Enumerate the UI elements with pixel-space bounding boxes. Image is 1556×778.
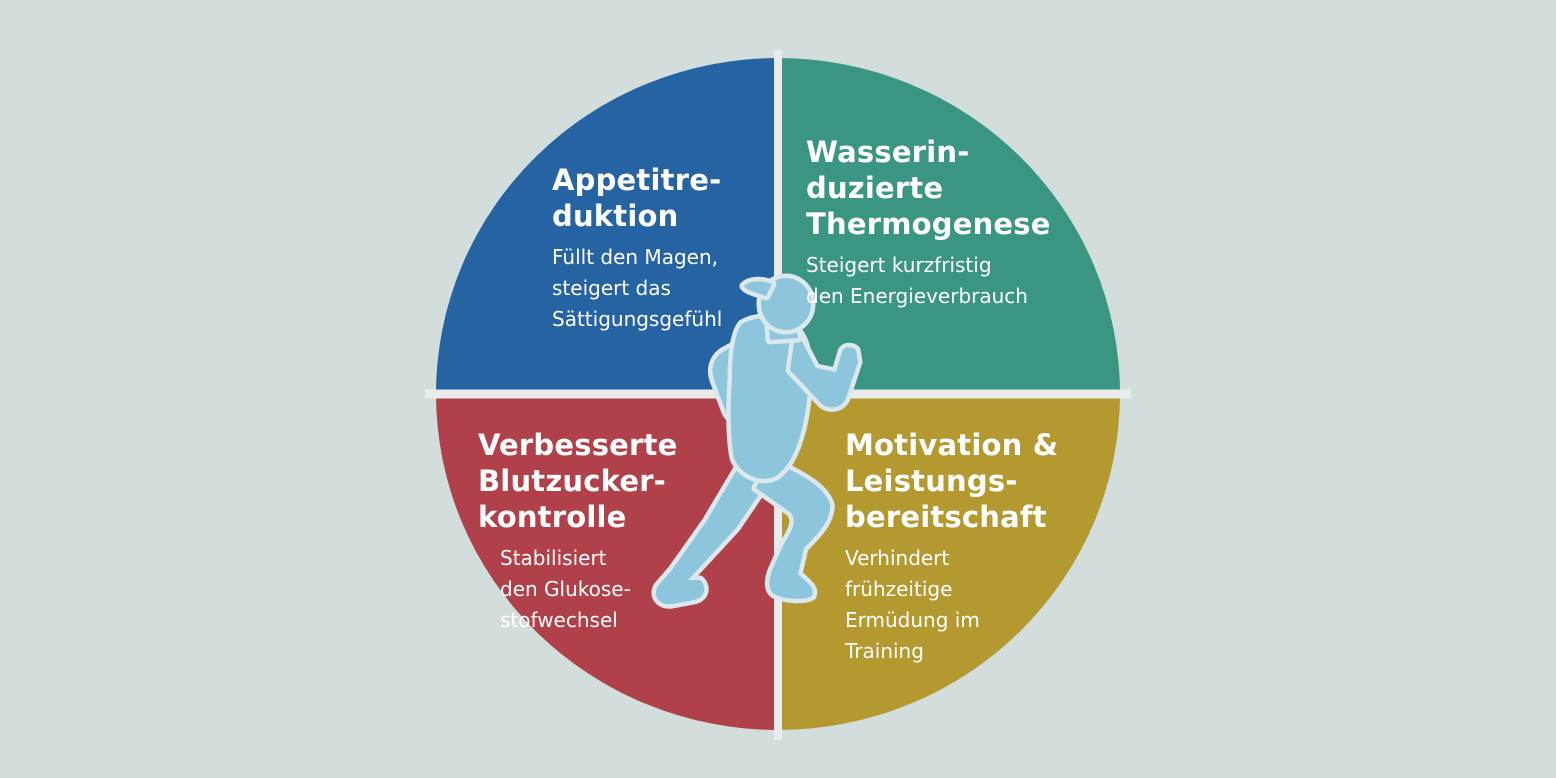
quadrant-bottom-right: Motivation & Leistungs- bereitschaft Ver…	[845, 427, 1058, 667]
quadrant-title: Motivation & Leistungs- bereitschaft	[845, 428, 1059, 534]
running-person-icon	[651, 273, 863, 609]
quadrant-description: Füllt den Magen, steigert das Sättigungs…	[552, 245, 723, 331]
quadrant-segment-bottom-right	[778, 394, 1120, 730]
quadrant-segment-top-left	[436, 58, 778, 394]
quadrant-segment-bottom-left	[436, 394, 778, 730]
quadrant-bottom-left: Verbesserte Blutzucker- kontrolle Stabil…	[478, 427, 677, 636]
quadrant-segment-top-right	[778, 58, 1120, 394]
quadrant-title: Appetitre- duktion	[552, 163, 722, 233]
quadrant-title: Verbesserte Blutzucker- kontrolle	[478, 428, 678, 534]
quadrant-description: Verhindert frühzeitige Ermüdung im Train…	[845, 546, 980, 663]
quadrant-top-left: Appetitre- duktion Füllt den Magen, stei…	[552, 162, 722, 335]
quadrant-description: Stabilisiert den Glukose- stofwechsel	[500, 546, 631, 632]
quadrant-top-right: Wasserin- duzierte Thermogenese Steigert…	[806, 134, 1051, 312]
quadrant-description: Steigert kurzfristig den Energieverbrauc…	[806, 253, 1028, 308]
quadrant-title: Wasserin- duzierte Thermogenese	[806, 135, 1051, 241]
